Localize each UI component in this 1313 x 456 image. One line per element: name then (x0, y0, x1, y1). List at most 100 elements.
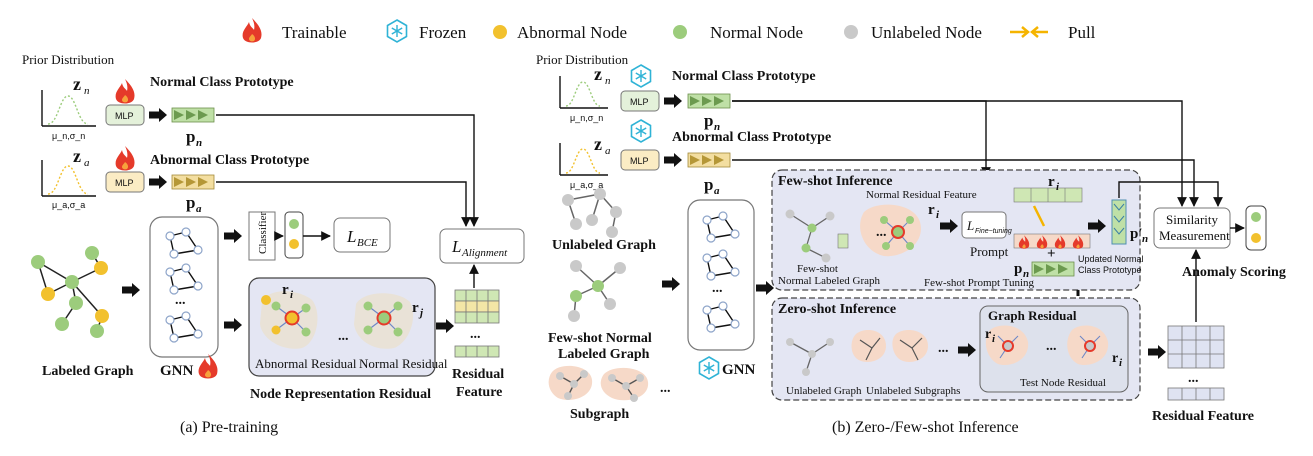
fewshot-normal-labeled-graph (568, 260, 626, 322)
unlabeled-subgraphs (851, 330, 928, 362)
abnormal-prototype-vector-b (687, 152, 731, 168)
inference-panel: Prior Distribution z n μ_n,σ_n MLP Norma… (536, 52, 1286, 436)
normal-prototype-vector (171, 107, 215, 123)
abnormal-node-icon (289, 239, 299, 249)
normal-residual-feature-label: Normal Residual Feature (866, 189, 977, 201)
mlp-box-normal (105, 104, 145, 126)
unlabeled-subgraphs-label: Unlabeled Subgraphs (866, 385, 960, 397)
classifier-label: Classifier (257, 212, 269, 254)
ri-subscript-e: i (1119, 357, 1123, 369)
pn-prime-subscript: n (1142, 233, 1148, 245)
updated-prototype-vector (1111, 199, 1127, 245)
fewshot-graph-label-2: Normal Labeled Graph (778, 275, 881, 287)
zn-subscript: n (84, 85, 90, 97)
flame-icon (242, 18, 262, 43)
pull-arrow (1032, 205, 1046, 227)
pn-symbol-b: p (704, 111, 713, 130)
normal-class-prototype-label: Normal Class Prototype (150, 75, 294, 90)
fewshot-normal-label-2: Labeled Graph (558, 347, 650, 362)
snowflake-icon (386, 19, 408, 43)
ri-symbol-b: r (928, 202, 935, 218)
ri-subscript-d: i (992, 333, 996, 345)
abnormal-proto-to-alignment-arrow (216, 181, 471, 227)
unlabeled-node-icon (844, 25, 858, 39)
pn-symbol: p (186, 127, 195, 146)
fine-tuning-loss-box (961, 211, 1007, 239)
alignment-loss-box (439, 228, 525, 264)
unlabeled-graph-small (786, 338, 834, 376)
arrow-icon (662, 277, 680, 291)
anomaly-scoring-label: Anomaly Scoring (1182, 265, 1286, 280)
za-subscript: a (84, 157, 90, 169)
pn-prime-symbol: p′ (1130, 226, 1143, 242)
arrow-icon (1148, 345, 1166, 359)
ri-symbol: r (282, 282, 289, 298)
similarity-label-2: Measurement (1159, 228, 1230, 243)
legend-trainable: Trainable (282, 23, 347, 42)
normal-residual-illustration (354, 293, 414, 349)
normal-prior-plot-b (559, 76, 608, 109)
zn-symbol-b: z (594, 64, 602, 84)
residual-feature-label-b: Residual Feature (1152, 409, 1254, 424)
subgraph-label: Subgraph (570, 407, 629, 422)
mlp-label-b: MLP (630, 156, 649, 166)
normal-prototype-vector-b (687, 93, 731, 109)
fewshot-normal-label-1: Few-shot Normal (548, 331, 652, 346)
lalign-symbol: L (451, 237, 461, 256)
residual-ellipsis-b: ... (1046, 339, 1057, 354)
abnormal-residual-illustration (260, 291, 318, 349)
ri-symbol-d: r (985, 327, 991, 342)
prompt-tokens (1013, 233, 1091, 249)
gnn-label-b: GNN (722, 362, 756, 378)
legend-pull: Pull (1068, 23, 1096, 42)
za-symbol: z (73, 146, 81, 166)
arrow-icon (149, 175, 167, 189)
legend-frozen: Frozen (419, 23, 467, 42)
lfine-subscript: Fine−tuning (975, 228, 1012, 235)
bce-loss-box (333, 217, 391, 253)
node-representation-residual-label: Node Representation Residual (250, 387, 431, 402)
ri-vector (1013, 187, 1083, 203)
normal-prior-plot (41, 90, 96, 127)
pa-subscript: a (196, 203, 202, 215)
pn-symbol-c: p (1014, 261, 1022, 277)
normal-residual-illustration-b (860, 204, 921, 257)
subgraphs-ellipsis: ... (938, 341, 949, 356)
abnormal-prototype-vector (171, 174, 215, 190)
lalign-subscript: Alignment (461, 247, 508, 259)
normal-node-icon (673, 25, 687, 39)
mlp-box-abnormal (105, 171, 145, 193)
arrow-icon (122, 283, 140, 297)
prior-distribution-label-b: Prior Distribution (536, 52, 629, 67)
gnn-ellipsis-b: ... (712, 281, 723, 296)
labeled-graph-label: Labeled Graph (42, 364, 134, 379)
normal-residual-label: Normal Residual (359, 356, 448, 371)
arrow-icon (664, 153, 682, 167)
updated-prototype-label-2: Class Prototype (1078, 265, 1142, 275)
abnormal-class-prototype-label-b: Abnormal Class Prototype (672, 130, 831, 145)
normal-proto-to-alignment-arrow (216, 114, 479, 227)
pa-subscript-b: a (714, 185, 720, 197)
mu-sigma-n-b: μ_n,σ_n (570, 113, 603, 123)
legend-unlabeled-node: Unlabeled Node (871, 23, 982, 42)
normal-node-icon (289, 219, 299, 229)
unlabeled-graph-label: Unlabeled Graph (552, 238, 656, 253)
pa-symbol: p (186, 193, 195, 212)
mlp-box-abnormal-b (620, 149, 660, 171)
flame-icon (115, 79, 135, 104)
mu-sigma-n: μ_n,σ_n (52, 131, 85, 141)
legend: Trainable Frozen Abnormal Node Normal No… (242, 18, 1096, 43)
prior-distribution-label: Prior Distribution (22, 52, 115, 67)
fewshot-graph-label-1: Few-shot (797, 263, 838, 275)
pa-symbol-b: p (704, 175, 713, 194)
flame-icon (198, 354, 218, 379)
subgraph-illustration (548, 365, 649, 402)
subgraph-ellipsis: ... (660, 381, 671, 396)
unlabeled-graph (562, 188, 622, 238)
pretraining-caption: (a) Pre-training (180, 419, 278, 436)
snowflake-icon (630, 119, 652, 143)
arrow-icon (224, 229, 242, 243)
lfine-symbol: L (966, 218, 974, 233)
classifier-box (248, 211, 276, 261)
